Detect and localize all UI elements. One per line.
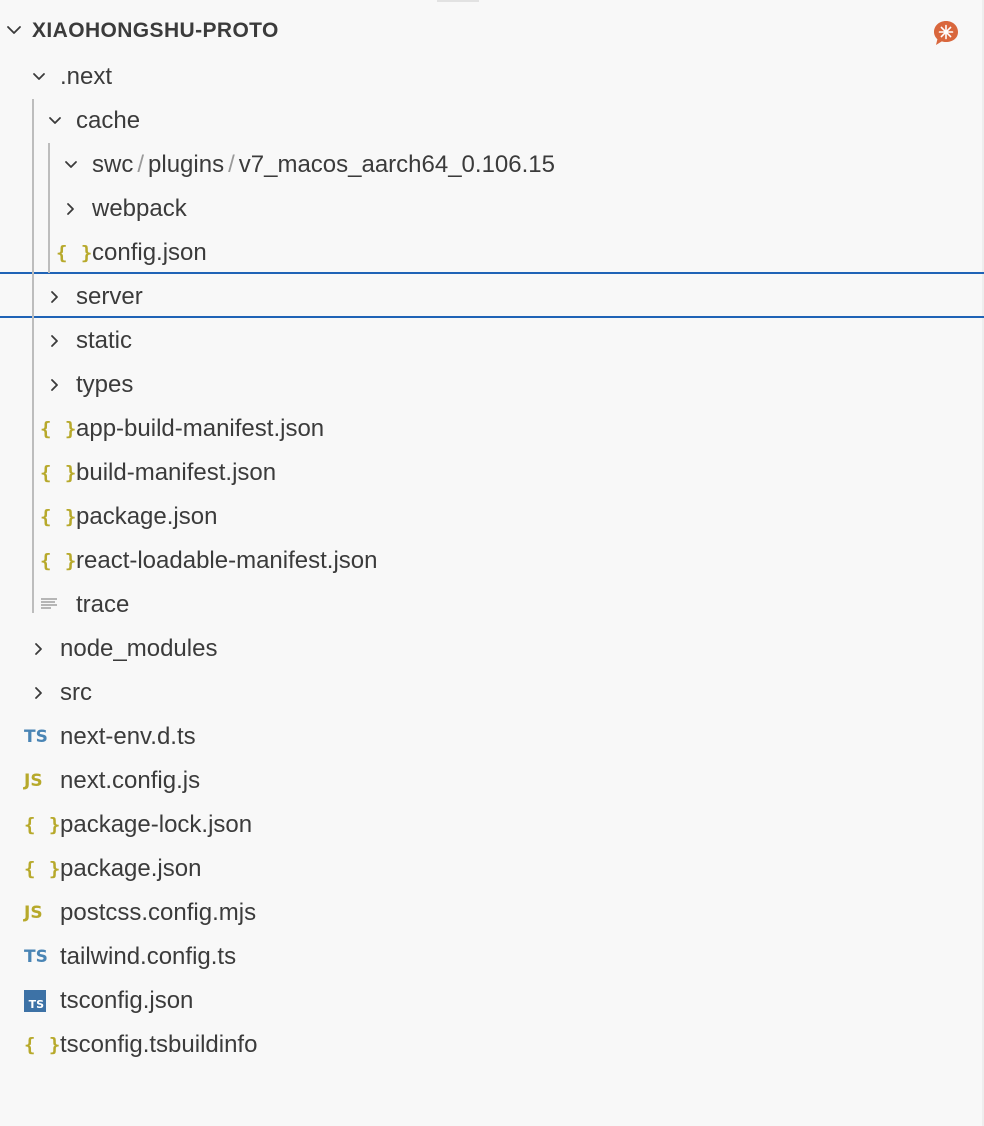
tree-item-label: cache <box>76 107 141 134</box>
tree-item-label: static <box>76 327 133 354</box>
indent-guide-next <box>32 99 34 613</box>
chevron-right-icon[interactable] <box>28 638 50 660</box>
path-segment-swc[interactable]: swc <box>92 151 134 178</box>
tsconfig-file-icon: TS <box>24 989 46 1013</box>
path-separator: / <box>228 151 235 178</box>
focus-outline-bottom <box>0 316 984 318</box>
folder-collapsed-twisty[interactable] <box>28 638 50 660</box>
chevron-down-icon[interactable] <box>60 154 82 176</box>
tree-folder[interactable]: webpack <box>0 187 984 231</box>
tree-item-label: package.json <box>60 855 202 882</box>
tree-folder[interactable]: swc/plugins/v7_macos_aarch64_0.106.15 <box>0 143 984 187</box>
folder-collapsed-twisty[interactable] <box>44 286 66 308</box>
tree-folder[interactable]: cache <box>0 99 984 143</box>
tree-item-label: react-loadable-manifest.json <box>76 547 378 574</box>
tree-file[interactable]: TS next-env.d.ts <box>0 715 984 759</box>
tree-item-label: node_modules <box>60 635 218 662</box>
tree-file[interactable]: TS tailwind.config.ts <box>0 935 984 979</box>
tree-folder[interactable]: .next <box>0 55 984 99</box>
text-file-icon <box>40 593 58 617</box>
javascript-file-icon: JS <box>24 903 43 923</box>
tree-item-label: next-env.d.ts <box>60 723 196 750</box>
json-file-icon: { } <box>24 858 62 880</box>
json-file-icon: { } <box>40 418 78 440</box>
folder-collapsed-twisty[interactable] <box>60 198 82 220</box>
tree-item-label: tsconfig.json <box>60 987 194 1014</box>
chevron-right-icon[interactable] <box>28 682 50 704</box>
tree-file[interactable]: { }build-manifest.json <box>0 451 984 495</box>
typescript-file-icon: TS <box>24 947 48 967</box>
path-separator: / <box>137 151 145 178</box>
json-file-icon: { } <box>56 242 94 264</box>
chevron-right-icon[interactable] <box>44 330 66 352</box>
tree-item-label: package.json <box>76 503 218 530</box>
explorer-header[interactable]: XIAOHONGSHU-PROTO <box>0 10 984 54</box>
top-notch <box>437 0 479 2</box>
scrollbar-track[interactable] <box>982 0 984 1126</box>
indent-guide-cache <box>48 143 50 273</box>
tree-file[interactable]: { }tsconfig.tsbuildinfo <box>0 1023 984 1067</box>
folder-collapsed-twisty[interactable] <box>44 330 66 352</box>
json-file-icon: { } <box>24 814 62 836</box>
folder-collapsed-twisty[interactable] <box>28 682 50 704</box>
tree-item-label: server <box>76 283 143 310</box>
tree-item-label: tailwind.config.ts <box>60 943 237 970</box>
tree-file[interactable]: { }package.json <box>0 847 984 891</box>
tree-folder[interactable]: server <box>0 275 984 319</box>
chat-sparkle-icon[interactable] <box>932 19 960 47</box>
path-segment-v7-macos-aarch64-0-106-15[interactable]: v7_macos_aarch64_0.106.15 <box>238 151 555 178</box>
json-file-icon: { } <box>40 550 78 572</box>
tree-file[interactable]: { }app-build-manifest.json <box>0 407 984 451</box>
chevron-right-icon[interactable] <box>44 286 66 308</box>
folder-collapsed-twisty[interactable] <box>44 374 66 396</box>
tree-file[interactable]: trace <box>0 583 984 627</box>
tree-file[interactable]: { }package.json <box>0 495 984 539</box>
tree-folder[interactable]: node_modules <box>0 627 984 671</box>
path-segment-plugins[interactable]: plugins <box>148 151 225 178</box>
tree-file[interactable]: { }react-loadable-manifest.json <box>0 539 984 583</box>
json-file-icon: { } <box>40 506 78 528</box>
tree-item-label: .next <box>60 63 113 90</box>
focus-outline-top <box>0 272 984 274</box>
tree-file[interactable]: TS tsconfig.json <box>0 979 984 1023</box>
tree-file[interactable]: JS next.config.js <box>0 759 984 803</box>
folder-expanded-twisty[interactable] <box>60 154 82 176</box>
tree-item-label: next.config.js <box>60 767 201 794</box>
javascript-file-icon: JS <box>24 771 43 791</box>
tree-folder[interactable]: types <box>0 363 984 407</box>
typescript-file-icon: TS <box>24 727 48 747</box>
folder-expanded-twisty[interactable] <box>28 66 50 88</box>
tree-folder[interactable]: static <box>0 319 984 363</box>
chevron-right-icon[interactable] <box>60 198 82 220</box>
chevron-down-icon[interactable] <box>4 20 24 40</box>
chevron-down-icon[interactable] <box>28 66 50 88</box>
tree-item-label: postcss.config.mjs <box>60 899 257 926</box>
tree-item-label: config.json <box>92 239 207 266</box>
json-file-icon: { } <box>40 462 78 484</box>
tree-item-label: tsconfig.tsbuildinfo <box>60 1031 258 1058</box>
chevron-right-icon[interactable] <box>44 374 66 396</box>
tree-item-label: app-build-manifest.json <box>76 415 325 442</box>
tree-item-label: build-manifest.json <box>76 459 277 486</box>
tree-item-label: src <box>60 679 92 706</box>
tree-file[interactable]: { }config.json <box>0 231 984 275</box>
tree-item-label: types <box>76 371 134 398</box>
root-folder-title: XIAOHONGSHU-PROTO <box>32 19 279 42</box>
tree-file[interactable]: { }package-lock.json <box>0 803 984 847</box>
tree-item-label: package-lock.json <box>60 811 253 838</box>
tree-item-label: trace <box>76 591 130 618</box>
tree-item-label: webpack <box>92 195 187 222</box>
folder-expanded-twisty[interactable] <box>44 110 66 132</box>
json-file-icon: { } <box>24 1034 62 1056</box>
tree-file[interactable]: JS postcss.config.mjs <box>0 891 984 935</box>
tree-folder[interactable]: src <box>0 671 984 715</box>
chevron-down-icon[interactable] <box>44 110 66 132</box>
compact-folder-label: swc/plugins/v7_macos_aarch64_0.106.15 <box>92 152 555 178</box>
